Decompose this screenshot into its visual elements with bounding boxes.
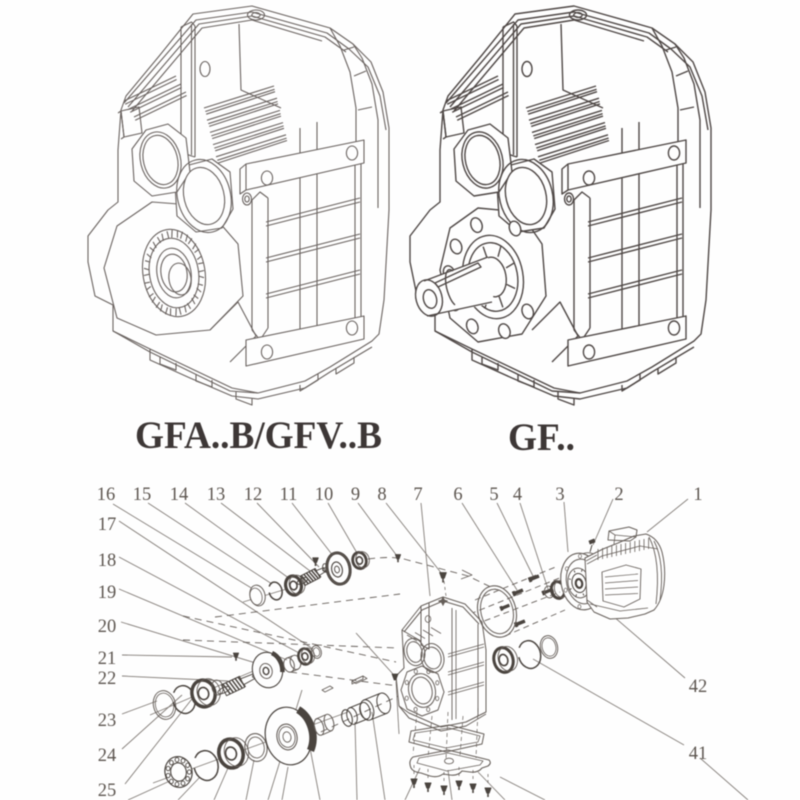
svg-text:4: 4 — [513, 485, 522, 505]
svg-text:15: 15 — [133, 485, 152, 505]
svg-text:22: 22 — [98, 669, 117, 689]
svg-text:25: 25 — [98, 781, 117, 800]
svg-text:21: 21 — [98, 649, 117, 669]
svg-text:10: 10 — [315, 485, 334, 505]
svg-text:2: 2 — [614, 485, 623, 505]
svg-text:18: 18 — [98, 551, 117, 571]
svg-text:41: 41 — [689, 744, 708, 764]
svg-text:17: 17 — [98, 515, 117, 535]
svg-text:23: 23 — [98, 711, 117, 731]
svg-text:5: 5 — [489, 485, 498, 505]
svg-text:3: 3 — [555, 485, 564, 505]
svg-text:7: 7 — [413, 485, 422, 505]
svg-text:24: 24 — [98, 746, 117, 766]
svg-text:11: 11 — [280, 485, 298, 505]
svg-text:14: 14 — [170, 485, 189, 505]
svg-text:9: 9 — [351, 485, 360, 505]
svg-text:1: 1 — [693, 485, 702, 505]
svg-text:12: 12 — [244, 485, 263, 505]
svg-text:8: 8 — [377, 485, 386, 505]
svg-text:16: 16 — [97, 485, 116, 505]
svg-text:6: 6 — [453, 485, 462, 505]
svg-text:42: 42 — [689, 677, 708, 697]
svg-text:13: 13 — [207, 485, 226, 505]
svg-text:19: 19 — [98, 583, 117, 603]
svg-text:20: 20 — [98, 617, 117, 637]
